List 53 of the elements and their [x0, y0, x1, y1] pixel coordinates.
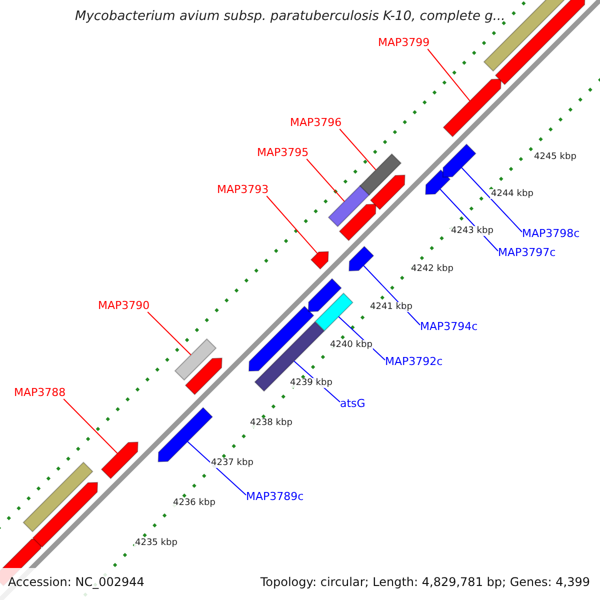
leader-line — [461, 167, 522, 232]
gene-label: MAP3799 — [378, 36, 430, 49]
scale-label: 4245 kbp — [533, 152, 578, 162]
leader-line — [306, 158, 345, 202]
gene-bar — [359, 153, 402, 196]
gene-feature — [100, 442, 138, 480]
gene-feature — [348, 246, 374, 272]
scale-label: 4239 kbp — [289, 378, 334, 388]
leader-line — [63, 398, 118, 454]
scale-label: 4235 kbp — [134, 538, 178, 548]
scale-label: 4237 kbp — [210, 458, 254, 468]
gene-feature — [442, 78, 502, 138]
gene-feature — [184, 358, 222, 396]
scale-label: 4238 kbp — [249, 418, 294, 428]
gene-label: MAP3790 — [98, 299, 150, 312]
gene-bar — [174, 338, 217, 381]
leader-line — [427, 48, 470, 102]
gene-label: MAP3793 — [217, 183, 269, 196]
gene-label: MAP3796 — [290, 116, 342, 129]
leader-line — [147, 312, 192, 356]
leader-line — [187, 441, 246, 496]
scale-label: 4242 kbp — [410, 264, 454, 274]
footer-text: Accession: NC_002944 — [8, 575, 144, 589]
footer-text: Topology: circular; Length: 4,829,781 bp; Genes: 4,399 — [260, 575, 590, 589]
gene-feature — [370, 174, 406, 210]
gene-label: MAP3797c — [498, 246, 556, 259]
gene-feature — [425, 169, 451, 195]
gene-feature — [158, 406, 214, 462]
gene-feature — [248, 306, 314, 372]
gene-bar — [22, 462, 94, 532]
gene-feature — [32, 482, 98, 548]
scale-label: 4241 kbp — [369, 302, 414, 312]
gene-feature — [308, 278, 342, 312]
gene-label: MAP3789c — [246, 490, 304, 503]
gene-label: MAP3794c — [420, 320, 478, 333]
gene-label: MAP3788 — [14, 386, 66, 399]
gene-bar — [328, 184, 370, 228]
leader-line — [266, 196, 318, 254]
gene-label: MAP3798c — [522, 227, 580, 240]
scale-label: 4240 kbp — [329, 340, 374, 350]
scale-label: 4244 kbp — [490, 189, 534, 199]
gene-feature — [310, 251, 329, 270]
gene-feature — [442, 144, 476, 178]
gene-label: MAP3795 — [257, 146, 309, 159]
scale-label: 4236 kbp — [172, 498, 216, 508]
scale-label: 4243 kbp — [450, 226, 494, 236]
title: Mycobacterium avium subsp. paratuberculosis K-10, complete g... — [75, 9, 506, 24]
leader-line — [440, 188, 498, 252]
gene-label: atsG — [340, 397, 366, 410]
gene-feature — [338, 204, 376, 242]
leader-line — [339, 128, 376, 170]
gene-bar — [314, 292, 354, 332]
gene-label: MAP3792c — [385, 355, 443, 368]
